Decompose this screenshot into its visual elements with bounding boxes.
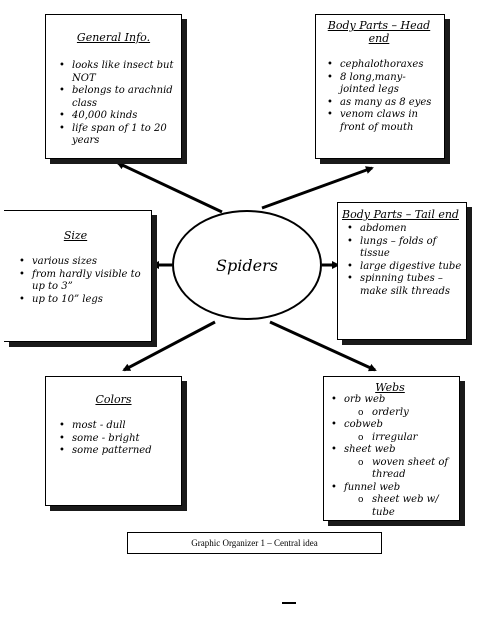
general-info-item: life span of 1 to 20 years xyxy=(59,123,177,148)
arrow-to-general-info xyxy=(116,161,223,214)
webs-item-label: orb web xyxy=(344,394,386,405)
tail-end-item: lungs – folds of tissue xyxy=(347,236,463,261)
webs-box: Webs orb web orderly cobweb irregular sh… xyxy=(323,376,460,521)
head-end-title: Body Parts – Head end xyxy=(327,19,431,45)
page-number-mark xyxy=(282,602,296,604)
colors-item: most - dull xyxy=(59,420,177,433)
webs-title: Webs xyxy=(375,381,405,394)
colors-item: some - bright xyxy=(59,433,177,446)
colors-box: Colors most - dull some - bright some pa… xyxy=(45,376,182,506)
size-item: up to 10” legs xyxy=(19,294,147,307)
arrow-to-colors xyxy=(122,320,216,372)
head-end-item: cephalothoraxes xyxy=(327,59,440,72)
webs-item: orb web orderly xyxy=(331,394,456,420)
general-info-title: General Info. xyxy=(76,31,151,44)
central-idea-ellipse: Spiders xyxy=(172,210,322,320)
webs-item: sheet web woven sheet of thread xyxy=(331,444,456,482)
head-end-item: 8 long,many-jointed legs xyxy=(327,72,440,97)
general-info-item: 40,000 kinds xyxy=(59,110,177,123)
general-info-item: belongs to arachnid class xyxy=(59,85,177,110)
webs-item: cobweb irregular xyxy=(331,419,456,445)
head-end-box: Body Parts – Head end cephalothoraxes 8 … xyxy=(315,14,445,159)
size-item: various sizes xyxy=(19,256,147,269)
head-end-item: venom claws in front of mouth xyxy=(327,109,440,134)
central-idea-label: Spiders xyxy=(216,255,278,275)
head-end-item: as many as 8 eyes xyxy=(327,97,440,110)
colors-title: Colors xyxy=(95,393,132,406)
colors-item: some patterned xyxy=(59,445,177,458)
webs-subitem: woven sheet of thread xyxy=(358,457,456,482)
tail-end-item: large digestive tube xyxy=(347,261,463,274)
webs-subitem: orderly xyxy=(358,407,456,420)
webs-item: funnel web sheet web w/ tube xyxy=(331,481,456,520)
tail-end-title: Body Parts – Tail end xyxy=(342,208,459,221)
general-info-item: looks like insect but NOT xyxy=(59,60,177,85)
webs-item-label: sheet web xyxy=(344,444,396,455)
webs-subitem: sheet web w/ tube xyxy=(358,494,456,519)
size-title: Size xyxy=(63,229,88,242)
webs-item-label: funnel web xyxy=(344,481,401,493)
figure-caption-text: Graphic Organizer 1 – Central idea xyxy=(191,538,318,548)
tail-end-item: spinning tubes – make silk threads xyxy=(347,273,463,298)
webs-subitem: irregular xyxy=(358,432,456,445)
tail-end-item: abdomen xyxy=(347,223,463,236)
general-info-box: General Info. looks like insect but NOT … xyxy=(45,14,182,159)
tail-end-box: Body Parts – Tail end abdomen lungs – fo… xyxy=(337,202,467,340)
size-box: Size various sizes from hardly visible t… xyxy=(4,210,152,342)
webs-item-label: cobweb xyxy=(344,419,383,430)
size-item: from hardly visible to up to 3” xyxy=(19,269,147,294)
figure-caption: Graphic Organizer 1 – Central idea xyxy=(127,532,382,554)
arrow-to-head-end xyxy=(261,166,374,210)
arrow-to-webs xyxy=(269,320,377,372)
